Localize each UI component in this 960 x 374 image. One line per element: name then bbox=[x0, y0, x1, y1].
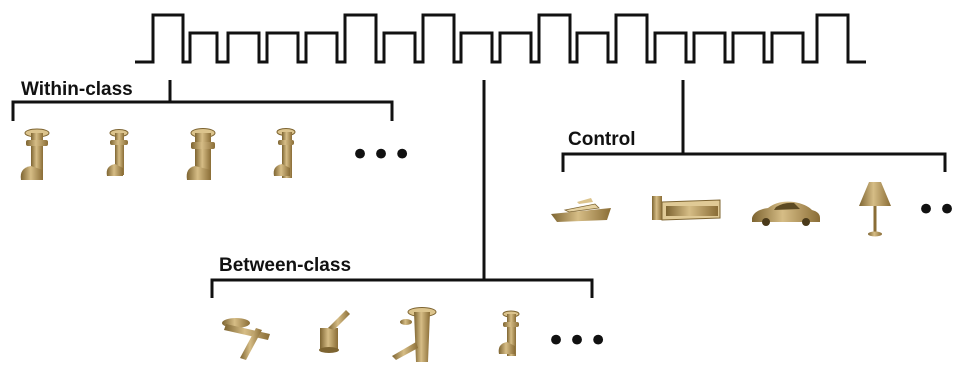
between-class-label: Between-class bbox=[219, 255, 352, 276]
bed-icon bbox=[652, 196, 721, 221]
novel-object-icon bbox=[498, 310, 520, 356]
within-class-label: Within-class bbox=[21, 79, 133, 100]
novel-object-icon bbox=[106, 129, 129, 176]
car-icon bbox=[752, 201, 820, 226]
novel-object-icon bbox=[222, 318, 270, 360]
between-class-ellipsis: ••• bbox=[546, 321, 610, 361]
boat-icon bbox=[551, 198, 611, 222]
novel-object-icon bbox=[319, 310, 350, 353]
novel-object-icon bbox=[392, 307, 437, 362]
lamp-icon bbox=[859, 182, 891, 237]
control-bracket bbox=[561, 152, 947, 172]
novel-object-icon bbox=[20, 128, 50, 180]
within-class-bracket bbox=[11, 100, 394, 121]
control-ellipsis: ••• bbox=[916, 190, 960, 230]
control-label: Control bbox=[568, 129, 636, 150]
between-class-bracket bbox=[210, 278, 594, 298]
stimulus-timeline bbox=[135, 13, 866, 64]
novel-object-icon bbox=[273, 128, 296, 178]
novel-object-icon bbox=[186, 128, 216, 180]
within-class-ellipsis: ••• bbox=[350, 135, 414, 175]
